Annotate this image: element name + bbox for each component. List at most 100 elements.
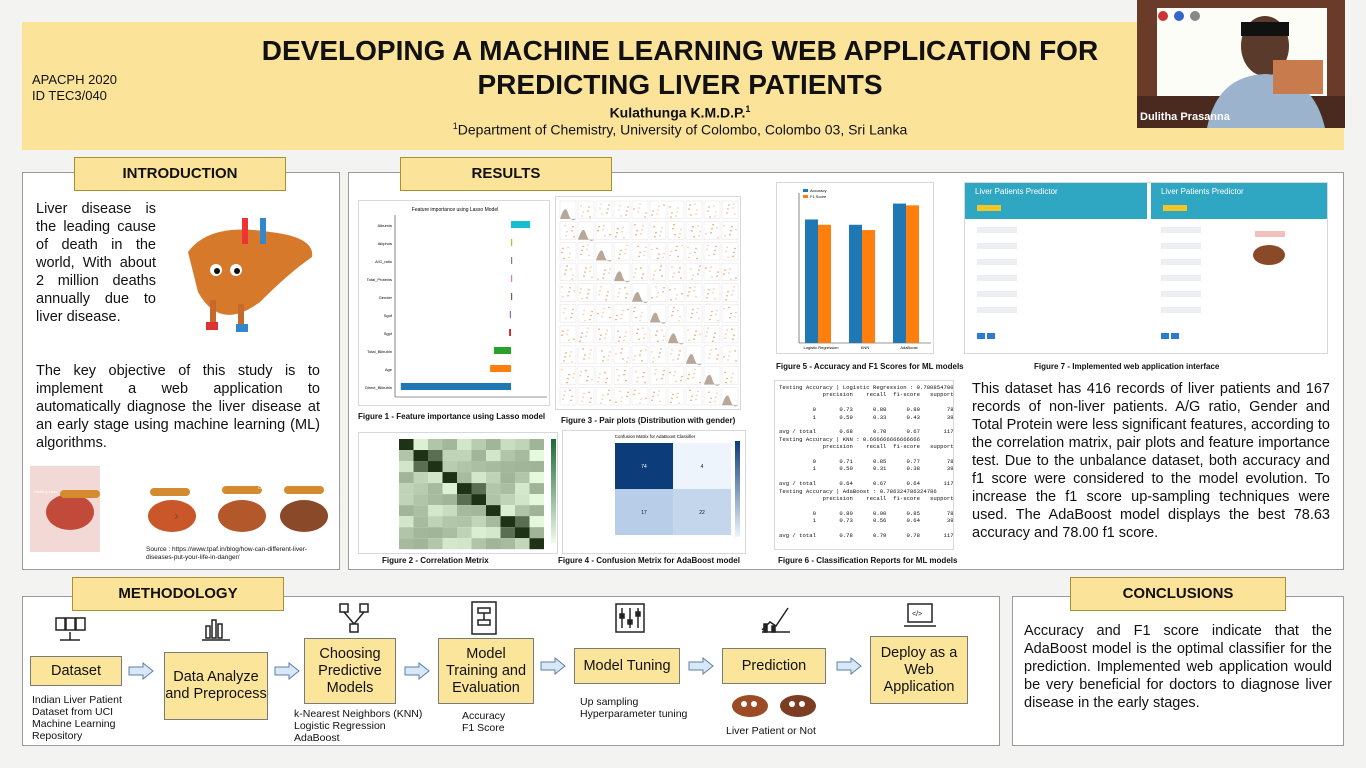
figure-7-web-app-screenshot: Liver Patients Predictor Liver Patients … xyxy=(964,182,1328,354)
corr-cell xyxy=(457,483,472,495)
pair-point xyxy=(598,376,600,379)
pair-point xyxy=(715,245,717,248)
corr-cell xyxy=(442,505,457,517)
pair-point xyxy=(598,328,600,330)
figure-6-classification-report: Testing Accuracy | Logistic Regression :… xyxy=(774,380,954,550)
corr-cell xyxy=(413,472,428,484)
bar-accuracy-0 xyxy=(805,219,818,343)
pair-point xyxy=(675,249,677,252)
pair-point xyxy=(586,297,588,299)
pair-point xyxy=(732,338,734,340)
corr-cell xyxy=(399,494,414,506)
bar-f1-score-2 xyxy=(906,205,919,343)
pair-point xyxy=(581,215,583,217)
pair-point xyxy=(563,257,565,260)
step-deploy: Deploy as a Web Application xyxy=(870,636,968,704)
corr-cell xyxy=(529,450,544,462)
pair-point xyxy=(677,207,679,209)
pair-point xyxy=(599,290,601,292)
corr-cell xyxy=(486,527,501,539)
pair-point xyxy=(598,294,600,296)
app-title-right: Liver Patients Predictor xyxy=(1161,187,1244,196)
pair-point xyxy=(561,368,563,371)
pair-point xyxy=(724,269,726,271)
pair-point xyxy=(624,252,626,255)
pair-cell xyxy=(559,242,577,261)
pair-point xyxy=(729,351,731,353)
pair-point xyxy=(724,371,726,374)
pair-point xyxy=(561,286,563,288)
pair-point xyxy=(601,398,603,401)
pair-point xyxy=(566,381,568,384)
pair-cell xyxy=(685,283,703,302)
corr-cell xyxy=(413,461,428,473)
pair-point xyxy=(716,275,718,277)
cm-cell-tp xyxy=(673,489,731,535)
bar-f1-score-0 xyxy=(818,224,831,343)
stage-fatty: Fatty Liver xyxy=(124,487,143,492)
fig1-bar-7 xyxy=(493,347,511,354)
corr-cell xyxy=(442,439,457,451)
pair-point xyxy=(615,235,617,238)
pair-point xyxy=(707,327,709,329)
pair-point xyxy=(674,370,676,373)
pair-point xyxy=(566,265,568,267)
pair-point xyxy=(662,291,664,293)
pair-point xyxy=(623,236,625,239)
corr-cell xyxy=(515,483,530,495)
pair-point xyxy=(699,230,701,233)
figure-2-correlation-matrix xyxy=(358,432,558,554)
pair-point xyxy=(622,358,624,360)
pair-point xyxy=(587,244,589,247)
data-chart-icon xyxy=(202,619,230,641)
pair-point xyxy=(619,336,621,338)
cm-val-tn: 74 xyxy=(641,464,647,470)
pair-point xyxy=(590,349,592,351)
pair-point xyxy=(582,245,584,248)
pair-point xyxy=(636,332,638,334)
corr-cell xyxy=(471,472,486,484)
pair-point xyxy=(566,230,568,233)
pair-point xyxy=(716,392,718,395)
pair-point xyxy=(652,361,654,363)
flowchart-icon xyxy=(471,601,497,635)
pair-point xyxy=(562,398,564,401)
pair-cell xyxy=(703,242,721,261)
pair-cell xyxy=(721,283,739,302)
pair-cell xyxy=(577,262,595,281)
conference-name: APACPH 2020 xyxy=(32,72,118,87)
corr-cell xyxy=(486,472,501,484)
pair-cell xyxy=(559,324,577,344)
pair-point xyxy=(715,348,717,350)
pair-point xyxy=(590,397,592,400)
pair-point xyxy=(635,233,637,236)
trend-chart-icon xyxy=(761,607,790,633)
pair-point xyxy=(565,234,567,237)
pair-point xyxy=(626,293,628,295)
pair-point xyxy=(627,357,629,359)
pair-point xyxy=(657,394,659,397)
corr-cell xyxy=(428,439,443,451)
bar-accuracy-2 xyxy=(893,203,906,343)
pair-point xyxy=(694,334,696,336)
pair-point xyxy=(604,234,606,237)
pair-point xyxy=(581,400,583,403)
pair-point xyxy=(602,228,604,231)
pair-point xyxy=(656,330,658,332)
pair-point xyxy=(708,254,710,257)
pair-cell xyxy=(559,221,577,240)
affiliation: 1Department of Chemistry, University of … xyxy=(150,121,1210,138)
pair-point xyxy=(726,329,728,331)
figure-2-caption: Figure 2 - Correlation Metrix xyxy=(382,556,489,565)
pair-cell xyxy=(703,387,721,406)
pair-point xyxy=(641,311,643,314)
pair-point xyxy=(727,291,729,293)
pair-diag xyxy=(650,312,666,324)
pair-point xyxy=(620,352,622,354)
pair-cell xyxy=(577,345,595,364)
pair-point xyxy=(605,381,607,384)
pair-point xyxy=(707,293,709,295)
pair-point xyxy=(645,397,647,400)
pair-point xyxy=(672,227,674,230)
pair-point xyxy=(680,277,682,279)
